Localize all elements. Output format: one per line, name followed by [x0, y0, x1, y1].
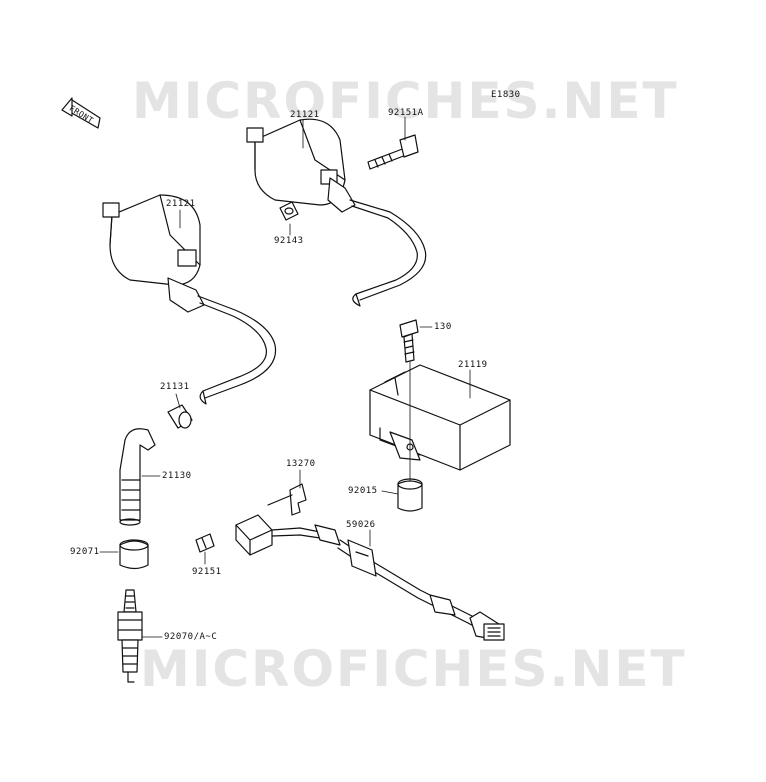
pickup-coil: [235, 494, 321, 556]
clamp-59026: [347, 539, 377, 577]
spark-plug-cap: [119, 428, 156, 526]
collar-92015: [397, 478, 423, 512]
label-59026: 59026: [346, 520, 376, 530]
label-13270: 13270: [286, 459, 316, 469]
ignitor-ecu: [369, 364, 511, 471]
label-21121-upper: 21121: [290, 110, 320, 120]
label-21119: 21119: [458, 360, 488, 370]
label-92015: 92015: [348, 486, 378, 496]
bolt-130: [399, 319, 419, 363]
bolt-upper: [367, 134, 419, 170]
watermark-bottom: MICROFICHES.NET: [140, 640, 687, 698]
seal-92071: [119, 539, 149, 570]
ignition-coil-left: [102, 194, 277, 405]
label-92151: 92151: [192, 567, 222, 577]
cap-upper: [279, 201, 299, 221]
diagram-code: E1830: [491, 90, 521, 100]
label-21121-left: 21121: [166, 199, 196, 209]
label-92151A: 92151A: [388, 108, 424, 118]
screw-92151: [195, 533, 215, 553]
cap-21131: [167, 404, 193, 429]
spark-plug: [117, 589, 143, 683]
label-92143: 92143: [274, 236, 304, 246]
watermark-top: MICROFICHES.NET: [132, 72, 679, 130]
label-21130: 21130: [162, 471, 192, 481]
label-92070: 92070/A~C: [164, 632, 218, 642]
ignition-coil-upper: [246, 118, 427, 307]
leader-lines: [99, 116, 471, 638]
label-92071: 92071: [70, 547, 100, 557]
bracket-13270: [289, 483, 307, 516]
label-21131: 21131: [160, 382, 190, 392]
label-130: 130: [434, 322, 452, 332]
front-arrow-icon: [61, 97, 101, 129]
harness: [314, 524, 505, 641]
